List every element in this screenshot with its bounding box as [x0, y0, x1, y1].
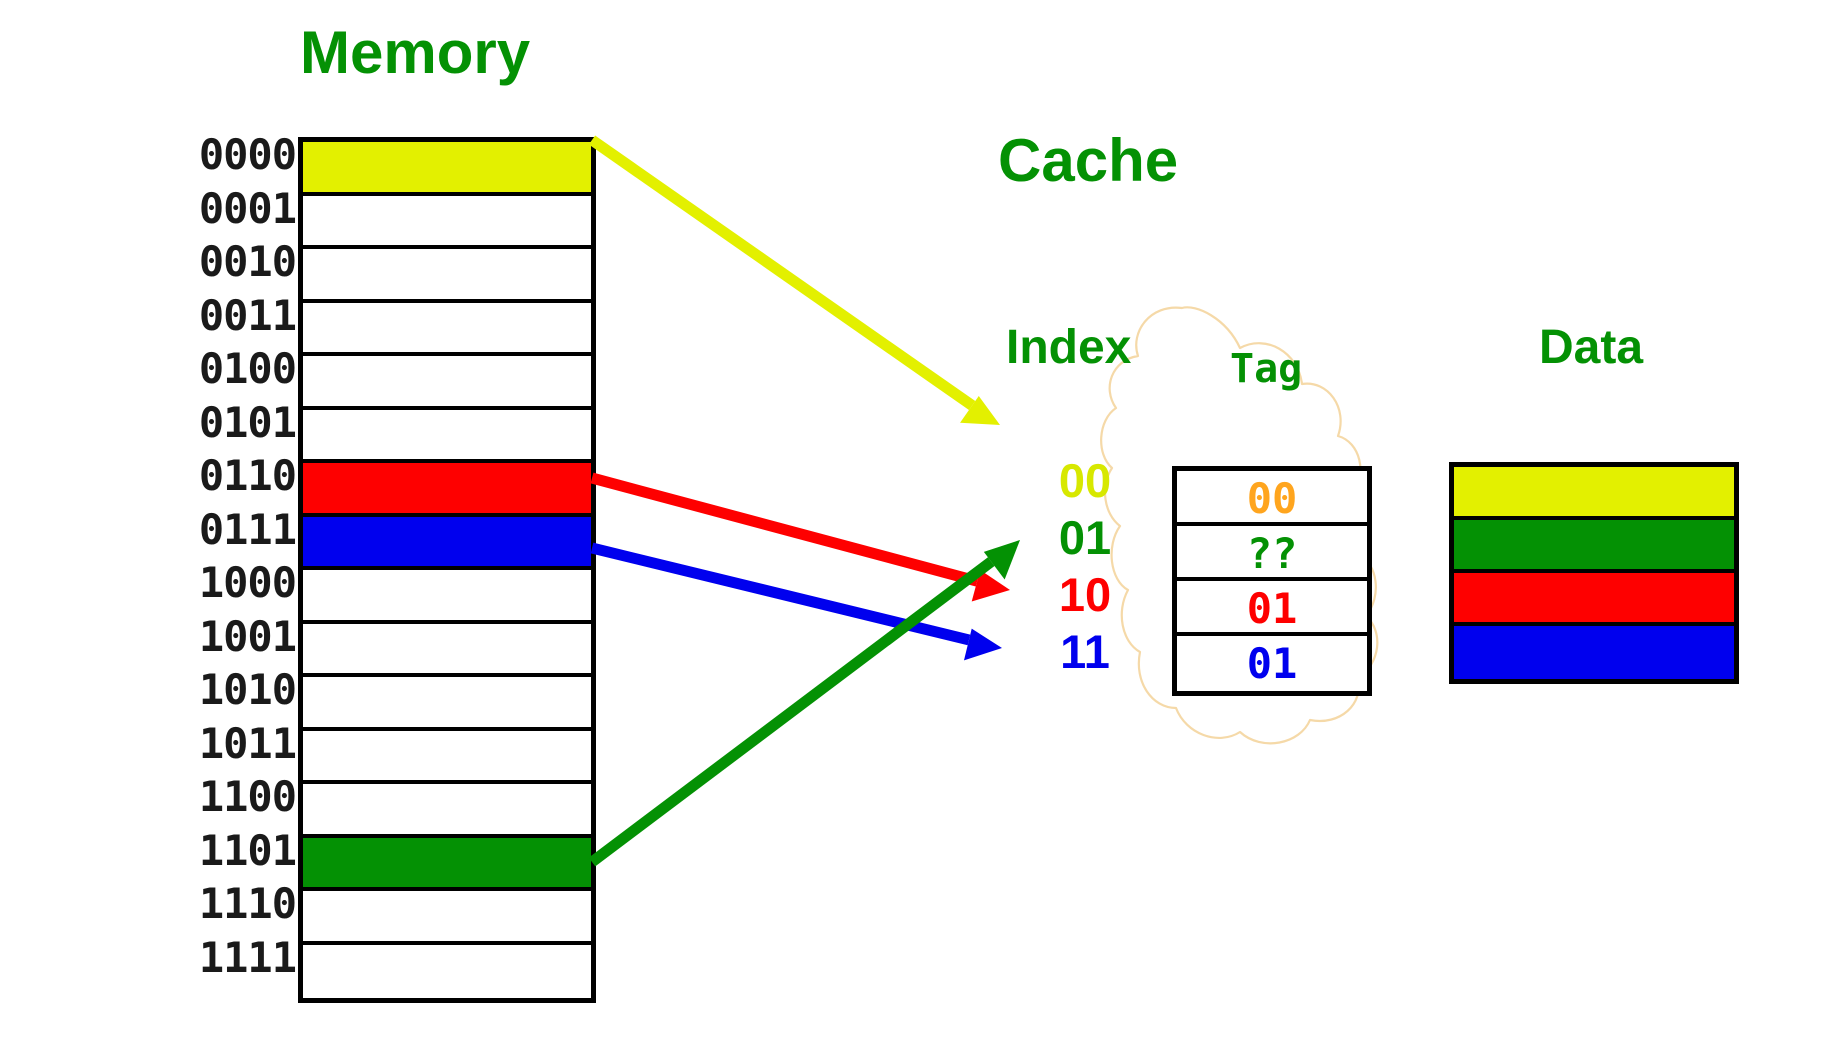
memory-row	[303, 891, 591, 945]
cache-index-value: 01	[1058, 511, 1112, 564]
memory-address-label: 1001	[198, 611, 297, 661]
memory-row	[303, 837, 591, 891]
cache-tag-cell: 00	[1177, 471, 1367, 526]
index-column-title: Index	[1006, 321, 1132, 374]
cache-title: Cache	[998, 127, 1179, 194]
memory-row	[303, 784, 591, 838]
memory-address-label: 1000	[198, 558, 297, 607]
cache-index-value: 11	[1060, 625, 1110, 678]
memory-address-label: 1101	[198, 825, 297, 875]
memory-address-label: 0010	[198, 237, 297, 286]
cache-data-block	[1449, 462, 1739, 684]
memory-row	[303, 944, 591, 998]
memory-row	[303, 730, 591, 784]
yellow-arrow-shaft	[588, 135, 976, 411]
memory-row	[303, 463, 591, 517]
red-arrow-shaft	[590, 472, 979, 587]
cache-tag-cell: ??	[1177, 526, 1367, 581]
memory-row	[303, 677, 591, 731]
memory-row	[303, 249, 591, 303]
memory-address-label: 0011	[198, 290, 297, 340]
cache-data-row	[1454, 626, 1734, 679]
cache-tag-cell: 01	[1246, 639, 1298, 688]
memory-row	[303, 195, 591, 249]
memory-row	[303, 409, 591, 463]
memory-address-label: 0101	[198, 397, 297, 447]
data-column-title: Data	[1539, 321, 1644, 374]
memory-address-label: 0000	[198, 130, 297, 179]
memory-row	[303, 623, 591, 677]
memory-row	[303, 516, 591, 570]
red-arrow-head	[971, 570, 1010, 602]
memory-block	[298, 137, 596, 1003]
memory-address-label: 1100	[198, 772, 297, 821]
memory-row	[303, 570, 591, 624]
memory-address-label: 1011	[198, 718, 297, 768]
memory-row	[303, 302, 591, 356]
cache-tag-cell: 01	[1177, 581, 1367, 636]
blue-arrow-shaft	[590, 542, 971, 646]
memory-address-label: 1111	[198, 932, 297, 982]
memory-address-label: 0110	[198, 451, 297, 500]
memory-address-label: 1010	[198, 665, 297, 714]
memory-title: Memory	[300, 19, 531, 86]
cache-data-row	[1454, 520, 1734, 573]
memory-address-label: 1110	[198, 879, 297, 928]
memory-address-label: 0001	[198, 183, 297, 233]
green-arrow-head	[983, 540, 1020, 580]
green-arrow-shaft	[588, 557, 995, 867]
blue-arrow-head	[963, 628, 1002, 661]
cache-data-row	[1454, 467, 1734, 520]
tag-column-title: Tag	[1230, 346, 1303, 392]
memory-row	[303, 356, 591, 410]
cache-index-value: 10	[1058, 568, 1112, 621]
cache-index-value: 00	[1058, 454, 1112, 507]
memory-row	[303, 142, 591, 196]
yellow-arrow-head	[960, 396, 1000, 425]
memory-address-label: 0111	[198, 504, 297, 554]
memory-address-label: 0100	[198, 344, 297, 393]
cache-data-row	[1454, 573, 1734, 626]
